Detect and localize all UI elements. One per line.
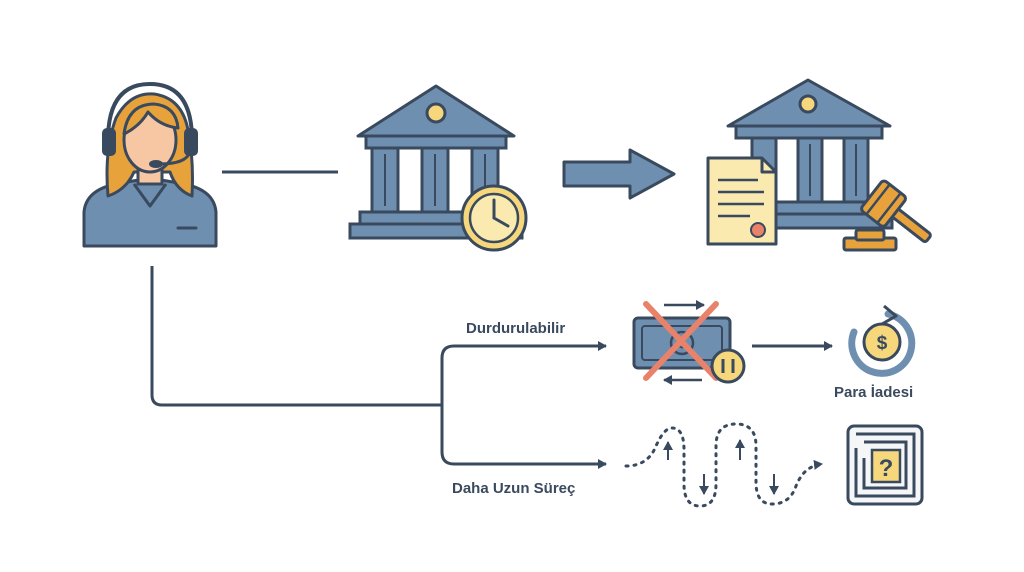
dollar-refund-cycle-icon: $ [848, 304, 916, 377]
svg-text:?: ? [879, 455, 894, 482]
wavy-dotted-path [624, 422, 824, 508]
document-icon [706, 156, 778, 246]
svg-text:$: $ [877, 333, 888, 354]
crossed-out-cash-transfer-pause-icon: $ [632, 300, 746, 385]
clock-icon [460, 184, 528, 252]
maze-question-icon: ? [846, 424, 924, 506]
label-stoppable: Durdurulabilir [466, 320, 566, 337]
label-longer-process: Daha Uzun Süreç [452, 480, 576, 497]
label-refund: Para İadesi [834, 384, 914, 401]
agent-icon [82, 81, 218, 248]
branch-connectors [150, 266, 607, 469]
bank-with-clock-icon [348, 84, 524, 240]
gavel-icon [842, 179, 932, 252]
block-arrow-icon [562, 148, 676, 200]
